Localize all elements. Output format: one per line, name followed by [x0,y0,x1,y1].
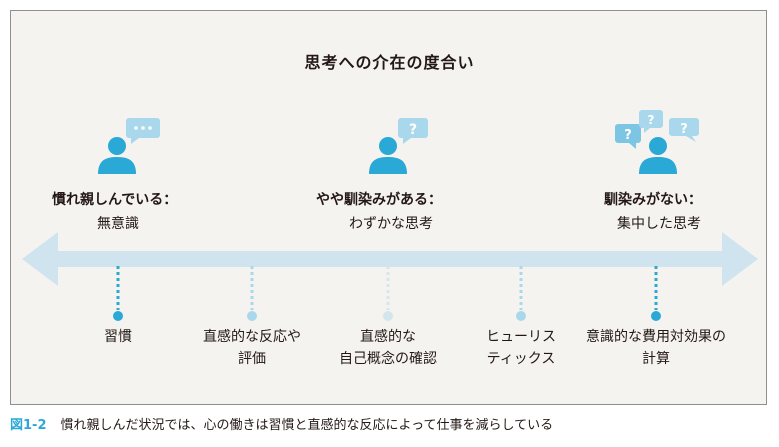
svg-text:?: ? [409,122,417,138]
person-multiple-question-bubbles-icon: ? ? ? [615,110,699,174]
tick-dot [383,311,393,321]
tick-dot [651,311,661,321]
svg-text:?: ? [648,113,655,127]
tick-dot [247,311,257,321]
column-heading-familiar: 慣れ親しんでいる： [52,192,178,208]
tick-dot [113,311,123,321]
double-headed-arrow [22,232,758,286]
column-sub-unfamiliar: 集中した思考 [617,216,701,232]
tick-label-habit: 習慣 [104,329,132,345]
diagram-frame [10,10,767,405]
tick-dot [516,311,526,321]
person-speech-bubble-ellipsis-icon [98,118,160,174]
spectrum-axis [22,232,758,321]
tick-label-self-concept: 直感的な自己概念の確認 [339,329,437,367]
column-sub-familiar: 無意識 [97,216,139,232]
column-heading-somewhat-familiar: やや馴染みがある： [316,192,442,208]
figure-number: 図1-2 [10,418,47,433]
person-speech-bubble-question-icon: ? [369,118,428,174]
column-sub-somewhat-familiar: わずかな思考 [349,216,433,232]
figure-caption: 図1-2 慣れ親しんだ状況では、心の働きは習慣と直感的な反応によって仕事を減らして… [10,414,553,433]
column-heading-unfamiliar: 馴染みがない： [604,192,702,208]
tick-label-intuitive-response: 直感的な反応や評価 [203,329,301,367]
caption-text: 慣れ親しんだ状況では、心の働きは習慣と直感的な反応によって仕事を減らしている [60,418,554,433]
tick-label-cost-benefit: 意識的な費用対効果の計算 [586,329,726,367]
svg-text:?: ? [624,128,632,143]
svg-text:?: ? [680,122,688,137]
diagram-title: 思考への介在の度合い [304,53,475,72]
tick-label-heuristics: ヒューリスティックス [486,329,556,367]
